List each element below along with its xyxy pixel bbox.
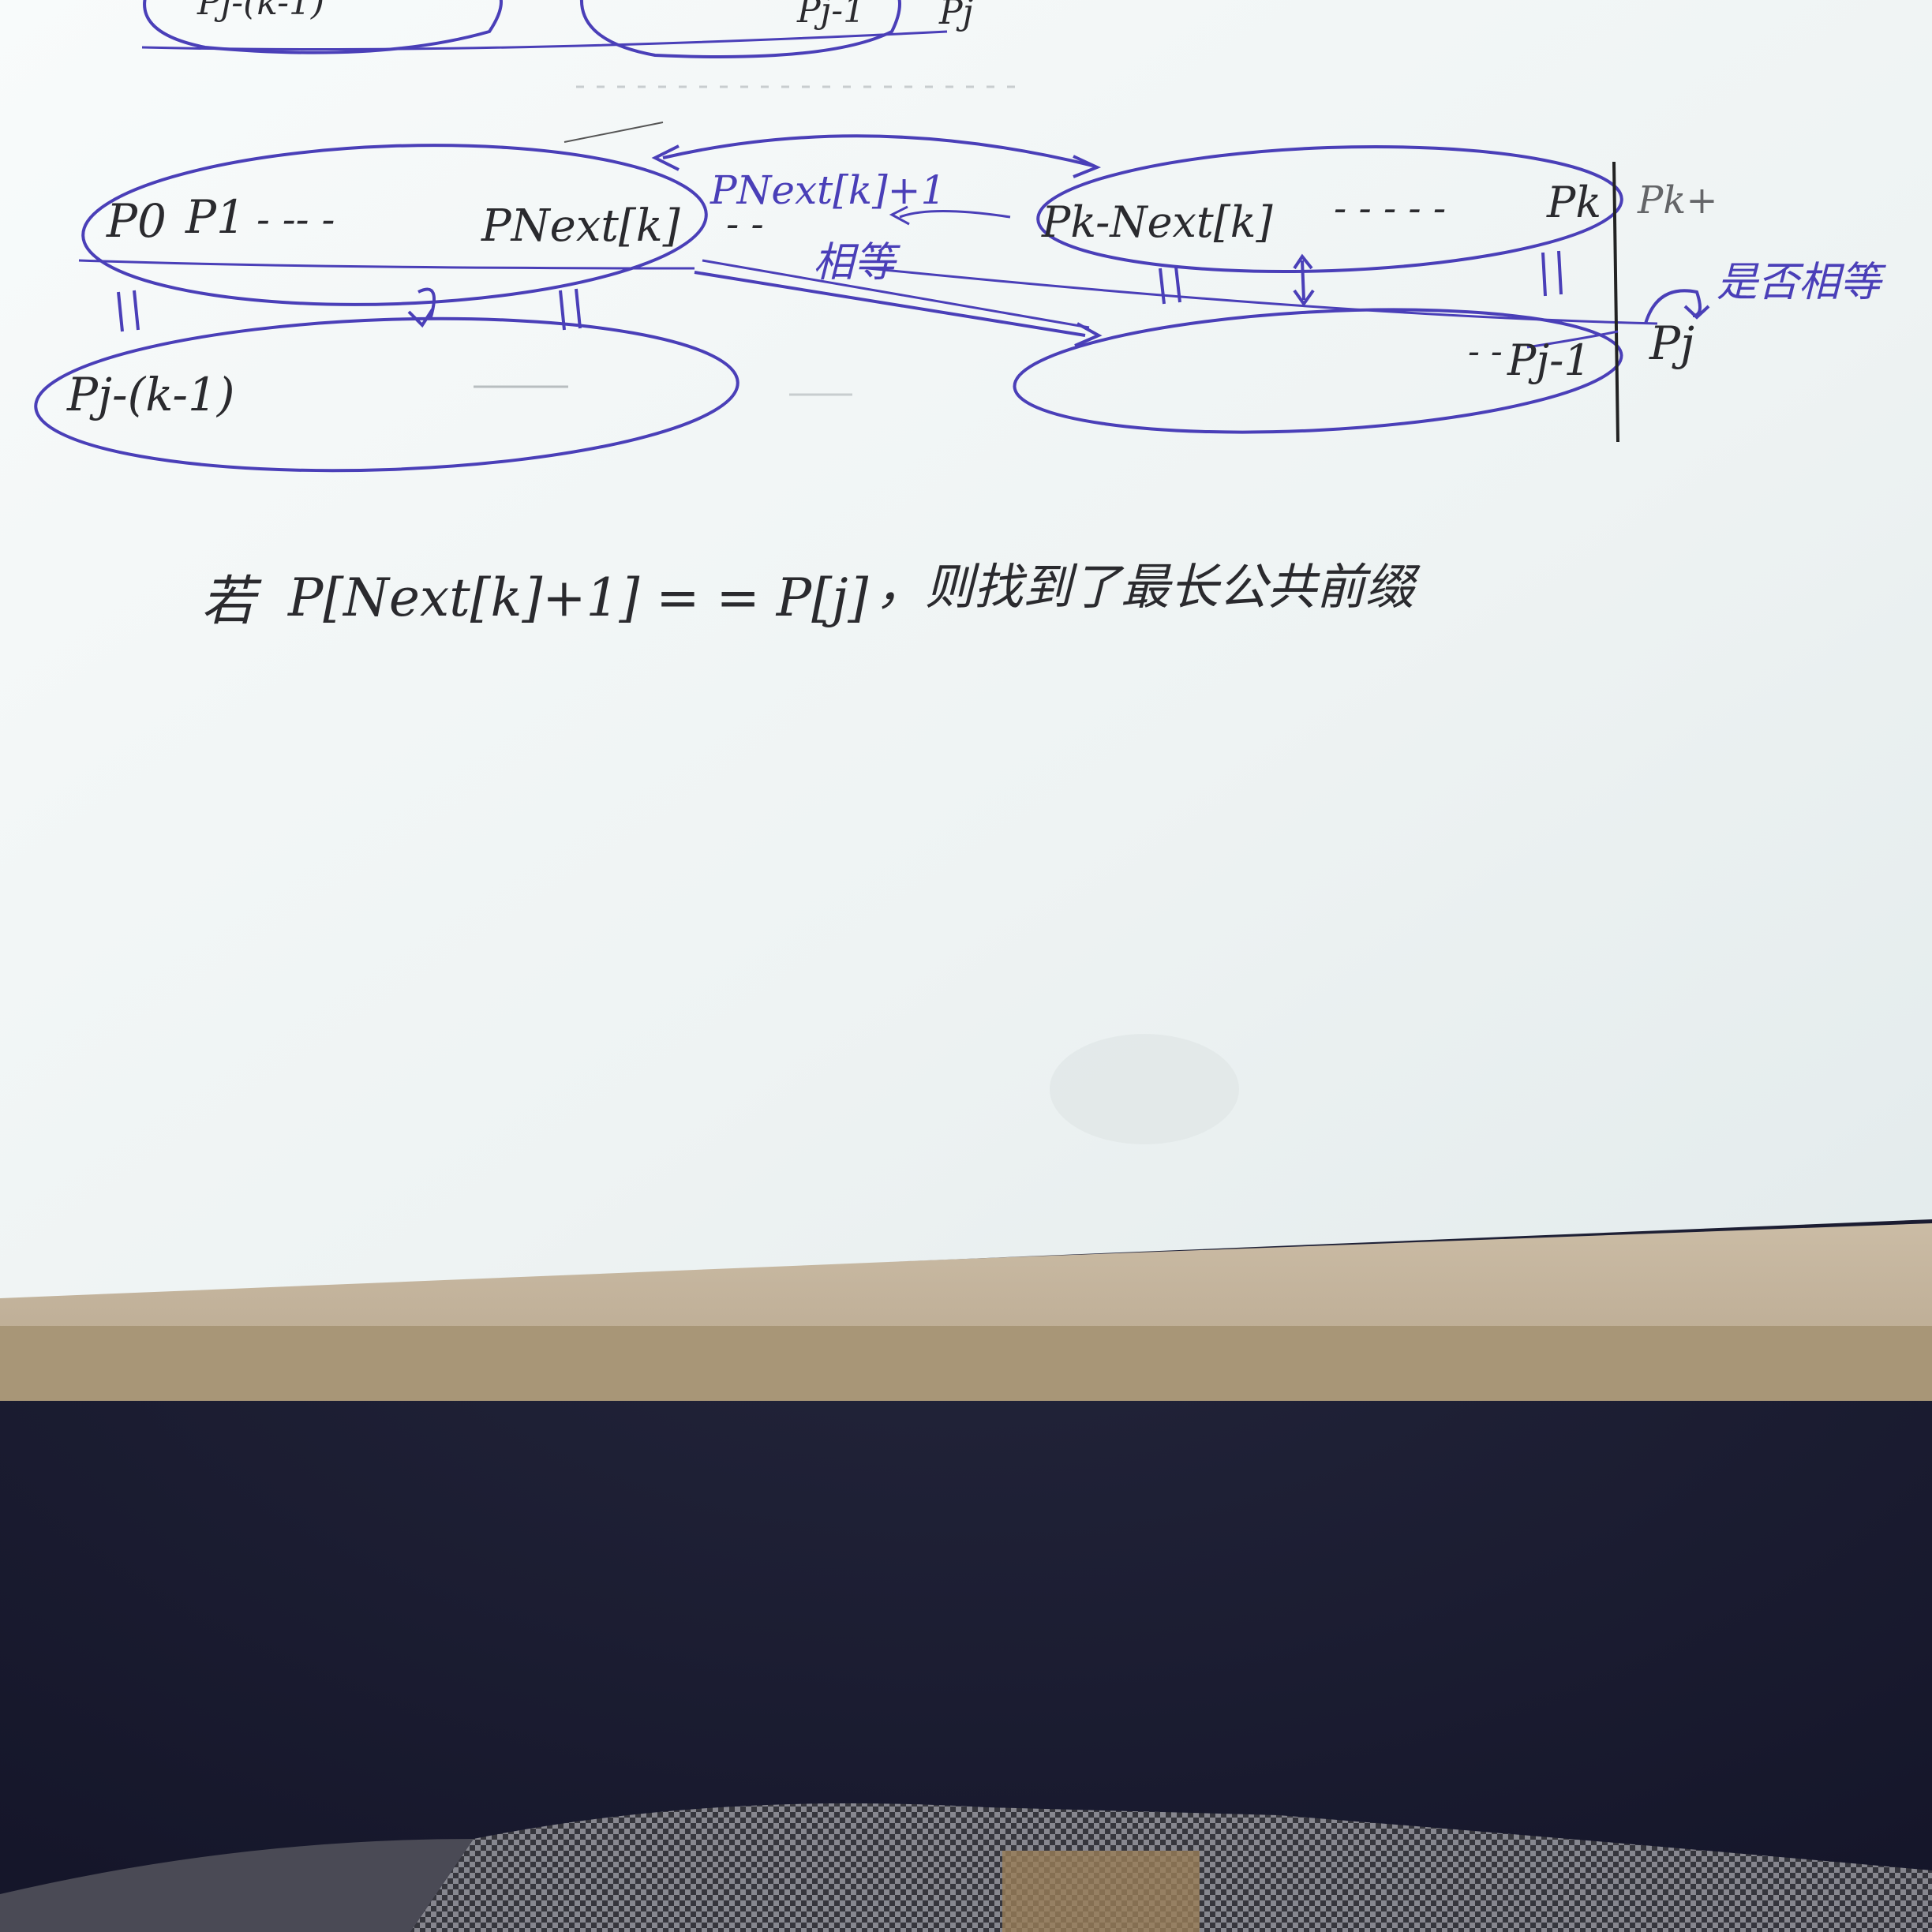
paper-shadow <box>1050 1034 1239 1144</box>
prefix-ellipse-top <box>81 144 708 306</box>
prefix-ellipse-bottom <box>34 316 739 473</box>
dash-gap-2: - - <box>726 202 764 246</box>
label-p-j-minus-k: Pj-(k-1) <box>66 368 235 421</box>
desk-front <box>0 1326 1932 1401</box>
label-p1: P1 <box>185 190 245 244</box>
top-strip: Pj-(k-1) Pj-1 Pj <box>141 0 973 58</box>
top-fragment-left: Pj-(k-1) <box>197 0 324 23</box>
label-p0: P0 <box>106 194 167 248</box>
paper-sheet <box>0 0 1932 1298</box>
label-p-k: Pk <box>1546 178 1601 227</box>
suffix-ellipse-bottom <box>1013 308 1623 434</box>
label-p-k-plus: Pk+ <box>1637 178 1718 223</box>
wood-block <box>1002 1851 1200 1932</box>
label-p-j: Pj <box>1649 316 1694 370</box>
suffix-ellipse-top <box>1036 144 1623 274</box>
label-p-k-minus-next: Pk-Next[k] <box>1041 197 1274 247</box>
top-fragment-right: Pj <box>938 0 973 32</box>
kmp-diagram: P0 P1 - -- - PNext[k] PNext[k]+1 相等 - - … <box>34 85 1886 473</box>
label-p-next-k-plus-1: PNext[k]+1 <box>710 167 945 213</box>
label-equal-note: 相等 <box>813 239 900 286</box>
top-fragment-mid: Pj-1 <box>796 0 865 31</box>
sentence-formula: P[Next[k]+1] = = P[j] <box>287 567 868 628</box>
label-question-note: 是否相等 <box>1717 259 1886 306</box>
dash-gap-3: - - - - - <box>1334 186 1446 230</box>
dash-gap-4: - - <box>1468 331 1503 372</box>
divider-line <box>1612 161 1619 443</box>
label-p-next-k: PNext[k] <box>481 200 680 252</box>
gray-fabric <box>0 1839 474 1932</box>
sentence-conclusion: ，则找到了最长公共前缀 <box>876 558 1421 616</box>
sentence-prefix: 若 <box>201 571 262 633</box>
label-p-j-minus-1: Pj-1 <box>1507 335 1591 385</box>
dash-gap-1: - -- - <box>256 197 335 242</box>
conclusion-sentence: 若 P[Next[k]+1] = = P[j] ，则找到了最长公共前缀 <box>201 558 1421 633</box>
